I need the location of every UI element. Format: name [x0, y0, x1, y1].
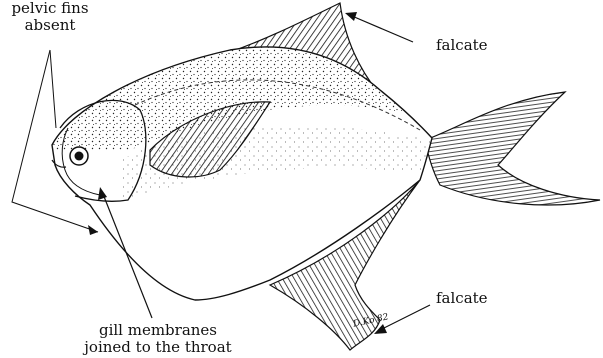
caudal-fin: [425, 92, 600, 205]
gill-label-line1: gill membranes: [78, 322, 238, 339]
pelvic-fins-label: pelvic fins absent: [0, 0, 100, 34]
falcate-bottom-label: falcate: [436, 290, 488, 307]
falcate-top-label: falcate: [436, 37, 488, 54]
pelvic-bracket-top: [50, 50, 56, 128]
pelvic-label-line1: pelvic fins: [0, 0, 100, 17]
gill-membranes-label: gill membranes joined to the throat: [78, 322, 238, 356]
gill-label-line2: joined to the throat: [78, 339, 238, 356]
pelvic-arrowhead: [88, 225, 98, 235]
pelvic-label-line2: absent: [0, 17, 100, 34]
falcate-top-arrow: [352, 16, 413, 42]
